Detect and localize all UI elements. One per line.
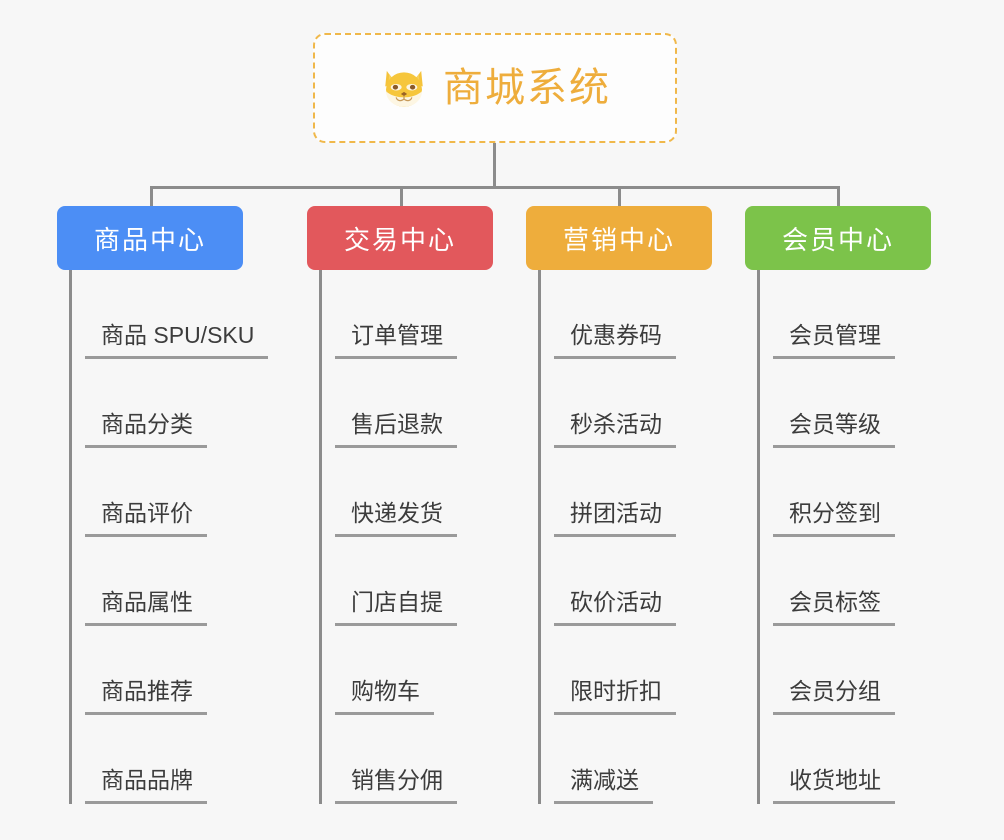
- branch-items-marketing-center: 优惠券码 秒杀活动 拼团活动 砍价活动 限时折扣 满减送: [526, 270, 746, 804]
- branch-header-marketing-center[interactable]: 营销中心: [526, 206, 712, 270]
- connector-drop-2: [400, 186, 403, 208]
- list-item[interactable]: 会员等级: [757, 359, 965, 448]
- branch-spine: [757, 270, 760, 804]
- list-item[interactable]: 收货地址: [757, 715, 965, 804]
- list-item-label: 商品品牌: [85, 769, 207, 804]
- list-item[interactable]: 商品分类: [69, 359, 307, 448]
- list-item-label: 商品 SPU/SKU: [85, 324, 269, 359]
- list-item[interactable]: 限时折扣: [538, 626, 746, 715]
- list-item-label: 门店自提: [335, 591, 457, 626]
- list-item[interactable]: 购物车: [319, 626, 527, 715]
- list-item-label: 会员等级: [773, 413, 895, 448]
- branch-spine: [538, 270, 541, 804]
- list-item[interactable]: 商品 SPU/SKU: [69, 270, 307, 359]
- list-item[interactable]: 商品评价: [69, 448, 307, 537]
- list-item[interactable]: 会员分组: [757, 626, 965, 715]
- branch-header-label: 商品中心: [93, 224, 206, 255]
- connector-drop-4: [837, 186, 840, 208]
- list-item[interactable]: 优惠券码: [538, 270, 746, 359]
- branch-spine: [69, 270, 72, 804]
- list-item-label: 商品推荐: [85, 680, 207, 715]
- list-item[interactable]: 拼团活动: [538, 448, 746, 537]
- connector-drop-3: [618, 186, 621, 208]
- list-item-label: 商品评价: [85, 502, 207, 537]
- list-item-label: 会员分组: [773, 680, 895, 715]
- list-item-label: 收货地址: [773, 769, 895, 804]
- list-item[interactable]: 销售分佣: [319, 715, 527, 804]
- branch-member-center: 会员中心 会员管理 会员等级 积分签到 会员标签 会员分组 收货地址: [745, 206, 965, 804]
- list-item-label: 快递发货: [335, 502, 457, 537]
- list-item-label: 售后退款: [335, 413, 457, 448]
- branch-marketing-center: 营销中心 优惠券码 秒杀活动 拼团活动 砍价活动 限时折扣 满减送: [526, 206, 746, 804]
- list-item[interactable]: 积分签到: [757, 448, 965, 537]
- list-item[interactable]: 砍价活动: [538, 537, 746, 626]
- list-item-label: 会员管理: [773, 324, 895, 359]
- list-item[interactable]: 满减送: [538, 715, 746, 804]
- shiba-dog-icon: [385, 70, 423, 109]
- list-item-label: 订单管理: [335, 324, 457, 359]
- list-item-label: 限时折扣: [554, 680, 676, 715]
- branch-items-member-center: 会员管理 会员等级 积分签到 会员标签 会员分组 收货地址: [745, 270, 965, 804]
- branch-header-member-center[interactable]: 会员中心: [745, 206, 931, 270]
- connector-drop-1: [150, 186, 153, 208]
- connector-root-stem: [493, 143, 496, 188]
- branch-items-trade-center: 订单管理 售后退款 快递发货 门店自提 购物车 销售分佣: [307, 270, 527, 804]
- list-item[interactable]: 商品品牌: [69, 715, 307, 804]
- branch-header-trade-center[interactable]: 交易中心: [307, 206, 493, 270]
- branch-product-center: 商品中心 商品 SPU/SKU 商品分类 商品评价 商品属性 商品推荐 商品品牌: [57, 206, 307, 804]
- list-item[interactable]: 会员标签: [757, 537, 965, 626]
- list-item-label: 购物车: [335, 680, 434, 715]
- list-item[interactable]: 商品属性: [69, 537, 307, 626]
- branch-header-label: 会员中心: [781, 224, 894, 255]
- list-item-label: 满减送: [554, 769, 653, 804]
- list-item[interactable]: 售后退款: [319, 359, 527, 448]
- list-item-label: 积分签到: [773, 502, 895, 537]
- list-item[interactable]: 商品推荐: [69, 626, 307, 715]
- list-item-label: 商品分类: [85, 413, 207, 448]
- list-item-label: 秒杀活动: [554, 413, 676, 448]
- list-item[interactable]: 快递发货: [319, 448, 527, 537]
- branch-items-product-center: 商品 SPU/SKU 商品分类 商品评价 商品属性 商品推荐 商品品牌: [57, 270, 307, 804]
- branch-header-label: 营销中心: [562, 224, 675, 255]
- root-title: 商城系统: [443, 66, 611, 110]
- list-item[interactable]: 订单管理: [319, 270, 527, 359]
- branch-trade-center: 交易中心 订单管理 售后退款 快递发货 门店自提 购物车 销售分佣: [307, 206, 527, 804]
- branch-header-product-center[interactable]: 商品中心: [57, 206, 243, 270]
- list-item-label: 优惠券码: [554, 324, 676, 359]
- branch-header-label: 交易中心: [343, 224, 456, 255]
- list-item-label: 销售分佣: [335, 769, 457, 804]
- list-item[interactable]: 会员管理: [757, 270, 965, 359]
- root-node[interactable]: 商城系统: [313, 33, 677, 143]
- list-item-label: 砍价活动: [554, 591, 676, 626]
- list-item-label: 拼团活动: [554, 502, 676, 537]
- list-item-label: 会员标签: [773, 591, 895, 626]
- list-item-label: 商品属性: [85, 591, 207, 626]
- list-item[interactable]: 秒杀活动: [538, 359, 746, 448]
- branch-spine: [319, 270, 322, 804]
- list-item[interactable]: 门店自提: [319, 537, 527, 626]
- connector-horizontal-bus: [150, 186, 840, 189]
